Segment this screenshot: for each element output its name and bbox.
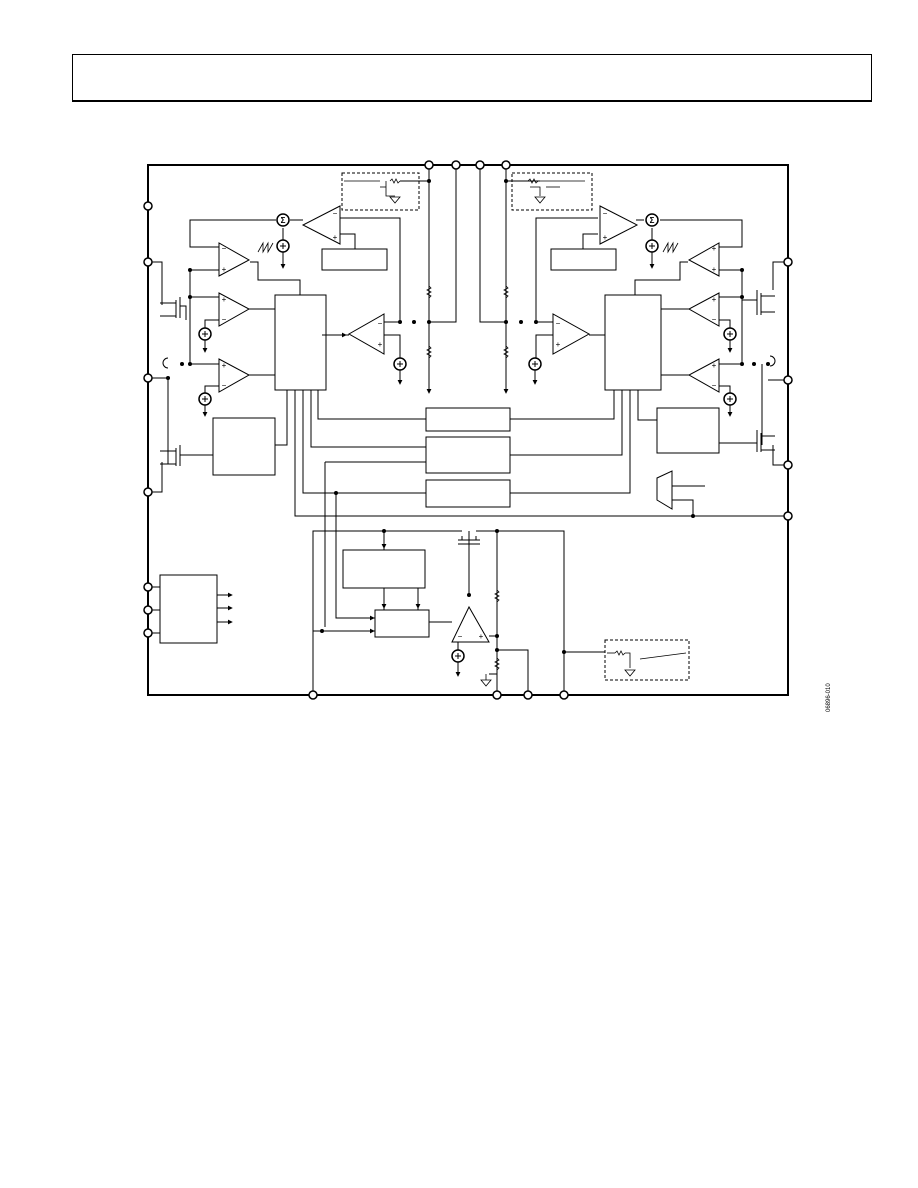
- opamp-sign: +: [712, 295, 717, 304]
- pin-icon[interactable]: [143, 628, 153, 638]
- opamp-sign: +: [222, 295, 227, 304]
- pin-icon[interactable]: [501, 160, 511, 170]
- opamp-sign: +: [378, 340, 383, 349]
- pin-icon[interactable]: [143, 582, 153, 592]
- pin-icon[interactable]: [475, 160, 485, 170]
- inductor-icon: [769, 355, 776, 367]
- left-driver-block: [212, 417, 276, 476]
- resistor-icon: [614, 650, 626, 656]
- center-block-3: [425, 479, 511, 508]
- left-sense-amp-top-icon: [218, 292, 251, 327]
- right-pwm-comparator-icon: [687, 242, 720, 277]
- bottom-block-upper: [342, 549, 426, 589]
- opamp-sign: −: [333, 209, 338, 218]
- right-error-amp-icon: [599, 205, 639, 245]
- left-logic-block: [274, 294, 327, 391]
- resistor-icon: [503, 345, 509, 359]
- pin-icon[interactable]: [492, 690, 502, 700]
- pin-icon[interactable]: [308, 690, 318, 700]
- opamp-sign: +: [603, 233, 608, 242]
- opamp-sign: −: [222, 244, 227, 253]
- dashed-box-top-left: [341, 172, 420, 211]
- ground-icon: [534, 196, 546, 204]
- right-sense-amp-top-icon: [687, 292, 720, 327]
- resistor-icon: [494, 589, 500, 603]
- opamp-sign: +: [712, 244, 717, 253]
- ground-icon: [480, 679, 492, 687]
- pin-icon[interactable]: [783, 257, 793, 267]
- left-io-block: [159, 574, 218, 644]
- inductor-icon: [162, 357, 169, 369]
- right-reference-block: [550, 248, 617, 271]
- opamp-sign: −: [556, 319, 561, 328]
- right-sense-amp-bottom-icon: [687, 358, 720, 393]
- opamp-sign: −: [458, 632, 463, 641]
- pin-icon[interactable]: [143, 201, 153, 211]
- pin-icon[interactable]: [143, 605, 153, 615]
- summing-symbol: Σ: [281, 216, 286, 225]
- right-summing-junction-icon: [645, 213, 659, 227]
- opamp-sign: −: [712, 381, 717, 390]
- left-pwm-comparator-icon: [218, 242, 251, 277]
- left-error-amp-icon: [301, 205, 341, 245]
- resistor-icon: [426, 285, 432, 299]
- multiplexer-icon: [656, 470, 673, 510]
- left-summing-junction-icon: [276, 213, 290, 227]
- opamp-sign: −: [603, 209, 608, 218]
- left-reference-block: [321, 248, 388, 271]
- center-block-1: [425, 407, 511, 432]
- pin-icon[interactable]: [143, 257, 153, 267]
- page-header-frame: [72, 54, 872, 102]
- figure-code: 06896-010: [826, 683, 832, 712]
- right-driver-block: [656, 407, 720, 454]
- opamp-sign: −: [712, 315, 717, 324]
- opamp-sign: +: [222, 361, 227, 370]
- chip-outline: [147, 164, 789, 696]
- ramp-waveform-icon: [662, 241, 679, 254]
- resistor-icon: [527, 178, 539, 184]
- dashed-box-top-right: [511, 172, 593, 211]
- pin-icon[interactable]: [783, 460, 793, 470]
- pin-icon[interactable]: [783, 375, 793, 385]
- opamp-sign: +: [556, 340, 561, 349]
- opamp-sign: −: [222, 381, 227, 390]
- ramp-waveform-icon: [257, 241, 274, 254]
- bottom-block-lower: [374, 609, 430, 638]
- opamp-sign: +: [712, 361, 717, 370]
- right-center-amp-icon: [552, 313, 591, 355]
- pin-icon[interactable]: [783, 511, 793, 521]
- center-block-2: [425, 436, 511, 474]
- left-sense-amp-bottom-icon: [218, 358, 251, 393]
- bottom-amp-icon: [451, 605, 490, 643]
- opamp-sign: −: [222, 315, 227, 324]
- pin-icon[interactable]: [523, 690, 533, 700]
- pin-icon[interactable]: [451, 160, 461, 170]
- pin-icon[interactable]: [559, 690, 569, 700]
- ground-icon: [389, 196, 401, 204]
- pin-icon[interactable]: [143, 487, 153, 497]
- dashed-box-bottom-right: [604, 639, 690, 681]
- pin-icon[interactable]: [143, 373, 153, 383]
- opamp-sign: +: [479, 632, 484, 641]
- resistor-icon: [494, 657, 500, 671]
- ground-icon: [624, 669, 636, 677]
- pin-icon[interactable]: [424, 160, 434, 170]
- summing-symbol: Σ: [650, 216, 655, 225]
- opamp-sign: +: [222, 265, 227, 274]
- left-center-amp-icon: [347, 313, 385, 355]
- opamp-sign: +: [333, 233, 338, 242]
- opamp-sign: −: [378, 319, 383, 328]
- resistor-icon: [503, 285, 509, 299]
- resistor-icon: [426, 345, 432, 359]
- right-logic-block: [604, 294, 662, 391]
- resistor-icon: [389, 178, 401, 184]
- opamp-sign: +: [712, 265, 717, 274]
